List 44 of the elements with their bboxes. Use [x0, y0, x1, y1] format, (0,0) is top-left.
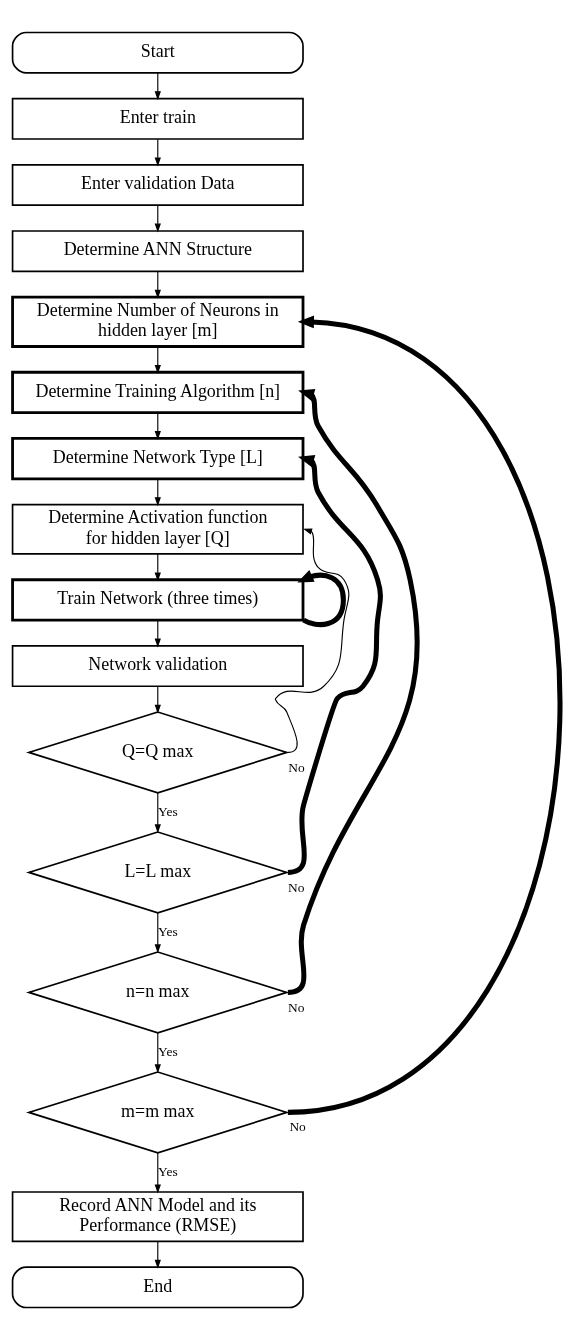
- edge-label: No: [288, 759, 305, 775]
- node-box: End: [11, 1266, 304, 1309]
- edge-label: No: [289, 1118, 306, 1134]
- node-box: Network validation: [11, 645, 304, 688]
- arrow: [287, 315, 563, 1115]
- node-diamond: Q=Q max: [26, 711, 290, 794]
- arrow: [154, 271, 161, 299]
- edge-label: Yes: [158, 803, 178, 819]
- node-box: Enter validation Data: [11, 163, 304, 206]
- node-box: Record ANN Model and its Performance (RMSE): [11, 1191, 304, 1243]
- node-box: Determine Training Algorithm [n]: [11, 370, 305, 415]
- arrow: [154, 553, 161, 582]
- node-box: Determine ANN Structure: [11, 230, 304, 273]
- node-box: Start: [11, 31, 304, 74]
- node-box: Enter train: [11, 97, 304, 140]
- arrow: [154, 1241, 161, 1269]
- edge-label: Yes: [158, 923, 178, 939]
- arrow: [154, 72, 161, 101]
- arrow: [154, 346, 161, 374]
- edge-label: Yes: [158, 1043, 178, 1059]
- edge-label: Yes: [158, 1163, 178, 1179]
- node-diamond: L=L max: [26, 831, 290, 914]
- edge-label: No: [288, 999, 305, 1015]
- edge-label: No: [288, 879, 305, 895]
- arrow: [154, 138, 161, 167]
- arrow: [274, 528, 350, 753]
- arrow: [154, 204, 161, 233]
- arrow: [297, 570, 346, 628]
- arrow: [287, 388, 420, 995]
- arrow: [154, 619, 161, 648]
- node-box: Train Network (three times): [11, 578, 305, 622]
- arrow: [154, 1152, 161, 1194]
- arrow: [154, 792, 161, 834]
- arrow: [154, 412, 161, 441]
- arrow: [154, 685, 161, 714]
- node-box: Determine Network Type [L]: [11, 437, 305, 481]
- node-diamond: n=n max: [26, 951, 290, 1034]
- node-diamond: m=m max: [26, 1071, 290, 1154]
- arrow: [154, 1032, 161, 1074]
- arrow: [154, 912, 161, 954]
- arrow: [154, 478, 161, 507]
- node-box: Determine Activation function for hidden layer [Q]: [11, 503, 304, 555]
- node-box: Determine Number of Neurons in hidden layer [m]: [11, 295, 305, 348]
- arrow: [287, 455, 383, 875]
